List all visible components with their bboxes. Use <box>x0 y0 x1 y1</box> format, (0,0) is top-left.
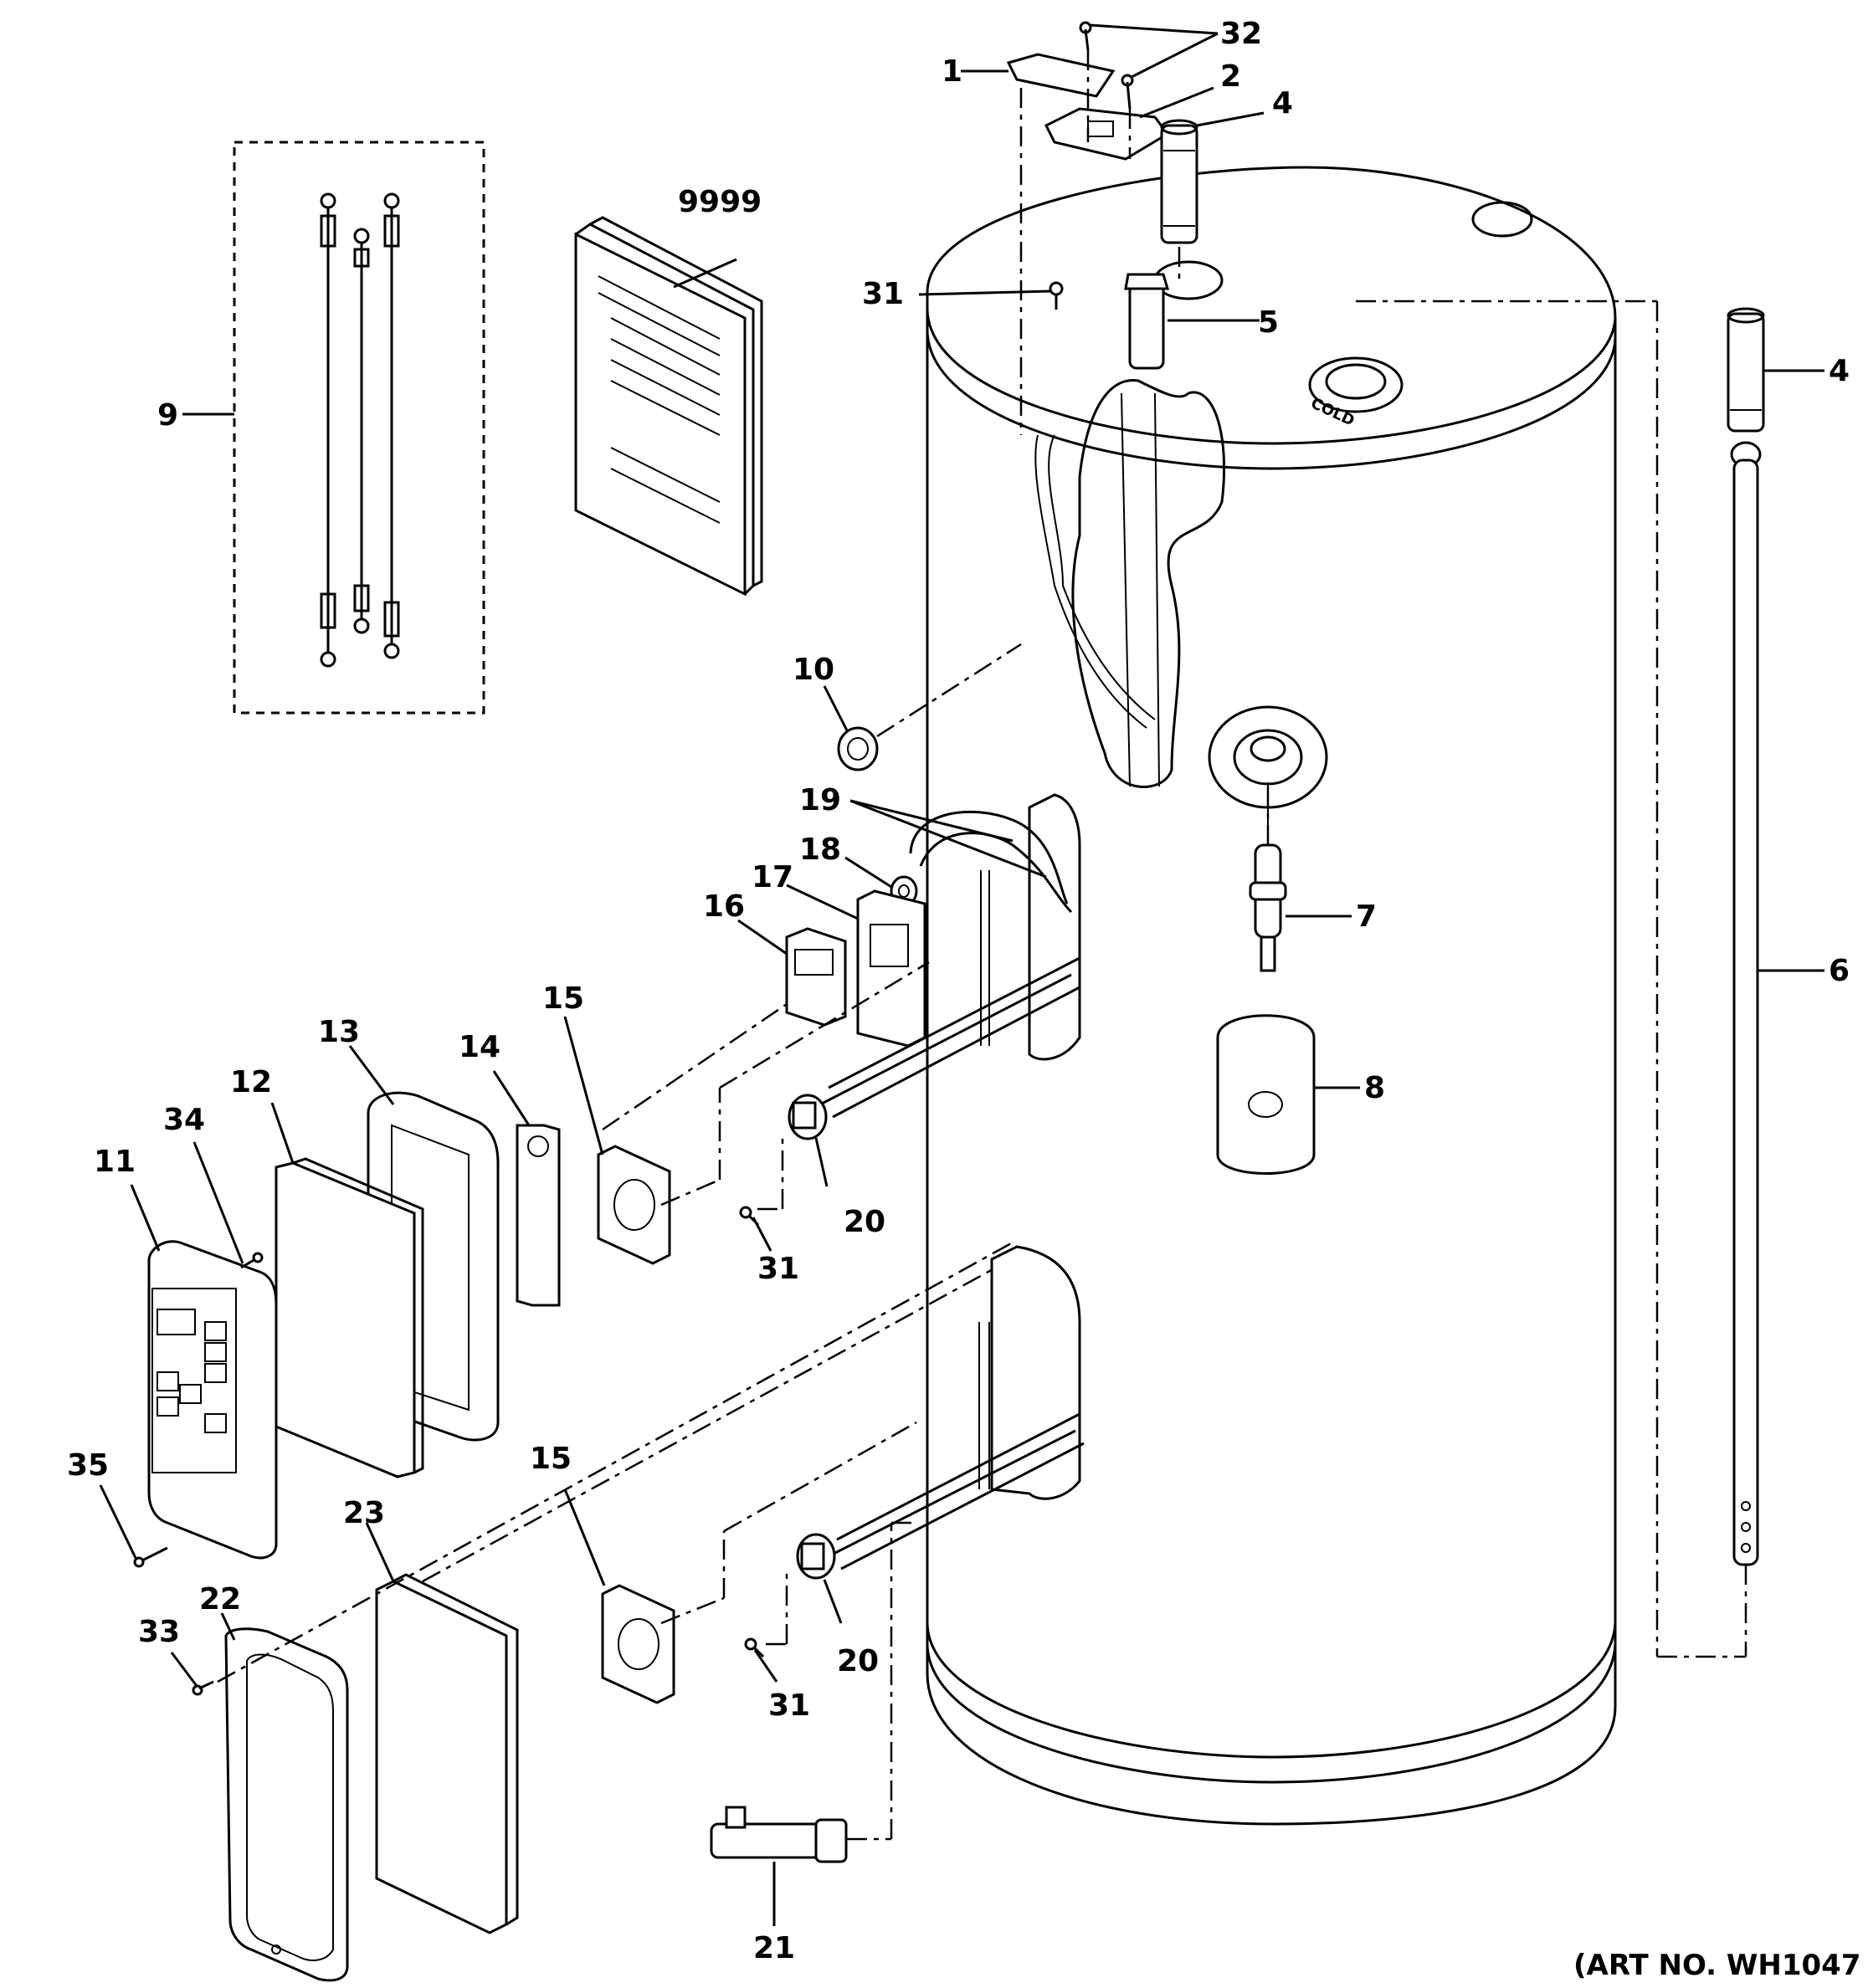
callout-10: 10 <box>793 653 834 687</box>
art-number: (ART NO. WH1047 C <box>1573 1949 1868 1982</box>
callout-13: 13 <box>318 1015 360 1049</box>
callout-32: 32 <box>1220 17 1262 51</box>
part-34-screw <box>240 1252 264 1269</box>
callout-17: 17 <box>752 860 793 894</box>
callout-31-top: 31 <box>862 277 904 311</box>
part-1-cover <box>1006 53 1116 98</box>
part-7-sensor <box>1208 705 1328 972</box>
callouts: 1 2 32 4 31 5 4 6 7 8 9 9999 10 19 18 17… <box>67 17 1850 1965</box>
part-5-dip-tube <box>1124 273 1170 370</box>
callout-16: 16 <box>703 889 745 924</box>
callout-9999: 9999 <box>678 185 762 219</box>
part-20-element-lower <box>796 1412 1085 1580</box>
leader-lines <box>99 23 1824 1926</box>
part-11-control-panel <box>147 1240 278 1560</box>
callout-7: 7 <box>1356 899 1377 934</box>
callout-15-upper: 15 <box>542 981 584 1016</box>
callout-19: 19 <box>799 783 841 817</box>
part-35-screw <box>133 1546 168 1568</box>
part-19-wires <box>909 810 1073 914</box>
part-2-bracket <box>1044 107 1170 161</box>
part-9-wire-kit <box>233 141 485 715</box>
part-15-bracket-upper <box>597 1145 671 1265</box>
callout-5: 5 <box>1258 305 1279 340</box>
callout-31-low: 31 <box>768 1688 810 1723</box>
part-31-screw-low <box>744 1637 765 1658</box>
part-32-screws <box>1079 21 1134 110</box>
callout-8: 8 <box>1364 1071 1385 1105</box>
callout-31-mid: 31 <box>757 1252 799 1286</box>
part-12-insulation <box>275 1157 424 1478</box>
part-14-insulator <box>516 1124 561 1307</box>
tank: COLD <box>926 166 1617 1826</box>
callout-4-right: 4 <box>1829 354 1850 388</box>
callout-1: 1 <box>942 54 962 89</box>
callout-20-upper: 20 <box>844 1205 885 1239</box>
callout-35: 35 <box>67 1448 109 1483</box>
callout-14: 14 <box>459 1030 500 1064</box>
callout-33: 33 <box>138 1615 180 1649</box>
callout-2: 2 <box>1220 59 1241 94</box>
part-23-insulation <box>375 1573 519 1934</box>
part-15-bracket-lower <box>601 1584 675 1704</box>
callout-6: 6 <box>1829 954 1850 988</box>
callout-21: 21 <box>753 1931 795 1965</box>
part-22-door <box>224 1627 349 1982</box>
part-20-element-upper <box>788 956 1080 1140</box>
callout-18: 18 <box>799 833 841 867</box>
part-31-screw-top <box>1049 281 1064 310</box>
assembly-lines <box>217 50 1747 1841</box>
callout-20-lower: 20 <box>837 1644 879 1678</box>
part-21-drain-valve <box>710 1806 848 1863</box>
callout-22: 22 <box>199 1582 241 1617</box>
part-8-insulation <box>1216 1014 1316 1175</box>
part-9999-manual <box>574 216 763 597</box>
callout-9: 9 <box>157 398 178 433</box>
part-16-thermostat <box>785 927 847 1027</box>
callout-15-lower: 15 <box>530 1442 572 1476</box>
part-33-screw <box>192 1680 214 1696</box>
part-10-grommet <box>837 726 879 771</box>
part-17-bracket <box>856 889 926 1048</box>
callout-12: 12 <box>230 1065 272 1099</box>
callout-4-top: 4 <box>1272 86 1293 120</box>
callout-23: 23 <box>343 1496 385 1530</box>
part-4-nipple-top <box>1160 119 1198 244</box>
part-6-anode-rod <box>1727 307 1765 1566</box>
callout-34: 34 <box>163 1103 205 1137</box>
callout-11: 11 <box>94 1145 136 1179</box>
